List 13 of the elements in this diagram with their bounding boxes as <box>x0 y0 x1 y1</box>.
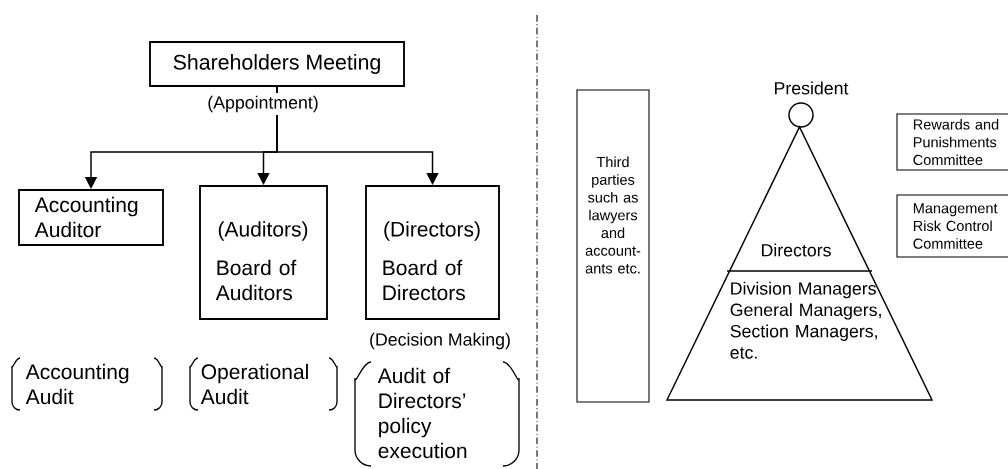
process-box: Accounting Auditor <box>18 189 164 246</box>
bracketed-text: Operational Audit <box>189 357 338 411</box>
process-box: Shareholders Meeting <box>149 41 405 87</box>
node-label: (Decision Making) <box>366 330 514 352</box>
process-box: (Directors) Board of Directors <box>365 185 500 320</box>
process-box: Management Risk Control Committee <box>896 194 1008 258</box>
process-box: (Auditors) Board of Auditors <box>199 185 328 320</box>
node-label: President <box>775 81 849 95</box>
bracketed-text: Audit of Directors’ policy execution <box>354 361 520 467</box>
node-label: (Appointment) <box>204 93 322 115</box>
bracketed-text: Accounting Audit <box>11 357 163 411</box>
process-box: Third parties such as lawyers and account- ants etc. <box>576 89 650 403</box>
process-box: Rewards and Punishments Committee <box>896 113 1008 171</box>
